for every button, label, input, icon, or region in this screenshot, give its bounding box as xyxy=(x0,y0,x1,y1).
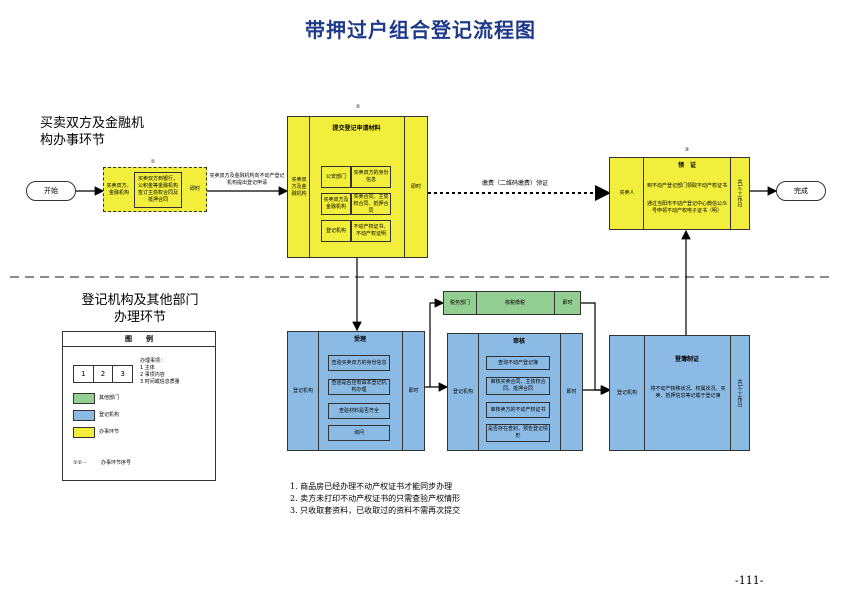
step3-content2: 通过当阳市不动产登记中心微信公众号申领不动产权电子证书（明） xyxy=(646,201,727,214)
legend-swatch-registry xyxy=(73,410,95,421)
step2-item-1: 买卖合同、主债权合同、抵押合同 xyxy=(351,193,391,215)
legend-matter-1: 1 主体 xyxy=(140,365,155,371)
note-2: 2. 卖方未打印不动产权证书的只需查验产权情形 xyxy=(290,494,461,503)
accept-item-3: 询问 xyxy=(328,425,390,441)
legend-cell-3: 3 xyxy=(120,369,125,378)
note-1: 1. 商品房已经办理不动产权证书才能同步办理 xyxy=(290,482,453,491)
review-box: 登记机构 审核 查询不动产登记簿 审核买卖合同、主债权合同、抵押合同 审核卖方的… xyxy=(447,333,583,451)
legend-cell-2: 2 xyxy=(94,366,114,382)
accept-item-2: 查验材料是否齐全 xyxy=(328,403,390,419)
tax-dept: 税务部门 xyxy=(449,299,470,306)
step3-header: 领 证 xyxy=(677,161,696,169)
note-3: 3. 只收取套资料，已收取过的资料不需再次提交 xyxy=(290,506,461,515)
accept-subject: 登记机构 xyxy=(292,387,313,394)
step2-item-2: 不动产权证书、不动产权证明 xyxy=(351,220,391,242)
legend-seq-symbol: ①②··· xyxy=(73,460,87,466)
step1-number: ① xyxy=(150,158,156,165)
step2-subject: 买卖双方及金融机构 xyxy=(291,176,307,197)
tax-content: 核税缴税 xyxy=(504,299,525,306)
step3-content1: 到不动产登记部门领取不动产权证书 xyxy=(646,182,727,189)
review-header: 审核 xyxy=(512,337,525,345)
legend-matters: 办理事项： 1 主体 2 事项内容 3 时间或信息质量 xyxy=(140,358,212,386)
register-time: 共1个工作日 xyxy=(736,378,743,408)
step3-time: 共1个工作日 xyxy=(736,179,743,208)
legend-label-registry: 登记机构 xyxy=(99,412,120,418)
bottom-section-label: 登记机构及其他部门办理环节 xyxy=(81,293,199,325)
top-section-label: 买卖双方及金融机构办事环节 xyxy=(40,116,145,148)
step2-number: ② xyxy=(355,104,361,110)
legend-sample-box: 1 2 3 xyxy=(73,365,133,383)
tax-box: 税务部门 核税缴税 即时 xyxy=(443,291,581,315)
review-time: 即时 xyxy=(566,388,577,395)
notes: 1. 商品房已经办理不动产权证书才能同步办理 2. 卖方未打印不动产权证书的只需… xyxy=(290,481,590,517)
review-item-3: 是否存在查封、预告登记情形 xyxy=(486,424,550,442)
step3-subject: 买卖人 xyxy=(619,190,635,196)
legend-matter-3: 3 时间或信息质量 xyxy=(140,379,180,385)
review-item-0: 查询不动产登记簿 xyxy=(486,356,550,370)
step2-item-0: 买卖双方的身份信息 xyxy=(351,166,391,188)
legend-label-other: 其他部门 xyxy=(99,395,120,401)
tax-time: 即时 xyxy=(562,299,573,306)
step3-box: 买卖人 领 证 到不动产登记部门领取不动产权证书 通过当阳市不动产登记中心微信公… xyxy=(609,157,750,230)
accept-time: 即时 xyxy=(408,387,419,394)
start-terminal: 开始 xyxy=(26,181,76,201)
step1-time: 即时 xyxy=(189,186,200,192)
legend-label-step: 办事环节 xyxy=(99,429,120,435)
step1-box: 买卖双方、金融机构 买卖双方到银行，公积金等金融机构签订主债权合同及抵押合同 即… xyxy=(103,167,207,212)
step1-content: 买卖双方到银行，公积金等金融机构签订主债权合同及抵押合同 xyxy=(134,172,182,208)
step2-time: 即时 xyxy=(410,183,421,190)
legend-cell-1: 1 xyxy=(74,366,94,382)
accept-header: 受理 xyxy=(353,335,366,343)
step2-header: 提交登记申请材料 xyxy=(332,124,381,132)
register-header: 登簿制证 xyxy=(674,355,699,363)
register-box: 登记机构 登簿制证 将不动产转移状况、权属状况、买卖、抵押信息等记载于登记簿 共… xyxy=(609,335,750,451)
accept-box: 登记机构 受理 查验买卖双方的身份信息 查验是否应有由本登记机构办理 查验材料是… xyxy=(287,331,425,451)
review-subject: 登记机构 xyxy=(452,388,473,395)
step2-dept-0: 公安部门 xyxy=(321,166,351,188)
arrow-tax-register xyxy=(581,302,611,395)
register-content: 将不动产转移状况、权属状况、买卖、抵押信息等记载于登记簿 xyxy=(650,386,726,399)
page-number: -111- xyxy=(735,574,764,587)
legend-title: 图 例 xyxy=(63,332,215,347)
step3-number: ③ xyxy=(684,147,690,153)
end-terminal: 完成 xyxy=(776,181,826,201)
step2-dept-1: 买卖双方及金融机构 xyxy=(321,193,351,215)
legend-swatch-step xyxy=(73,427,95,438)
legend: 图 例 1 2 3 办理事项： 1 主体 2 事项内容 3 时间或信息质量 其他… xyxy=(62,331,216,481)
page-title: 带押过户组合登记流程图 xyxy=(305,18,536,42)
register-subject: 登记机构 xyxy=(616,389,637,396)
legend-matter-2: 2 事项内容 xyxy=(140,372,165,378)
step1-subject: 买卖双方、金融机构 xyxy=(106,182,132,196)
arrow2-label: 缴费（二维码缴费）领证 xyxy=(481,179,548,187)
legend-seq-label: 办事环节序号 xyxy=(101,460,132,466)
review-item-2: 审核卖方的不动产权证书 xyxy=(486,402,550,418)
step2-box: 买卖双方及金融机构 提交登记申请材料 公安部门 买卖双方的身份信息 买卖双方及金… xyxy=(287,116,428,258)
accept-item-1: 查验是否应有由本登记机构办理 xyxy=(328,379,390,395)
legend-matters-title: 办理事项： xyxy=(140,358,166,364)
accept-item-0: 查验买卖双方的身份信息 xyxy=(328,355,390,371)
arrow-accept-tax xyxy=(429,298,445,387)
arrow1-label: 买卖双方及金融机构向不动产登记机构提出登记申请 xyxy=(209,173,285,186)
review-item-1: 审核买卖合同、主债权合同、抵押合同 xyxy=(486,377,550,395)
step2-dept-2: 登记机构 xyxy=(321,220,351,242)
legend-swatch-other xyxy=(73,393,95,404)
